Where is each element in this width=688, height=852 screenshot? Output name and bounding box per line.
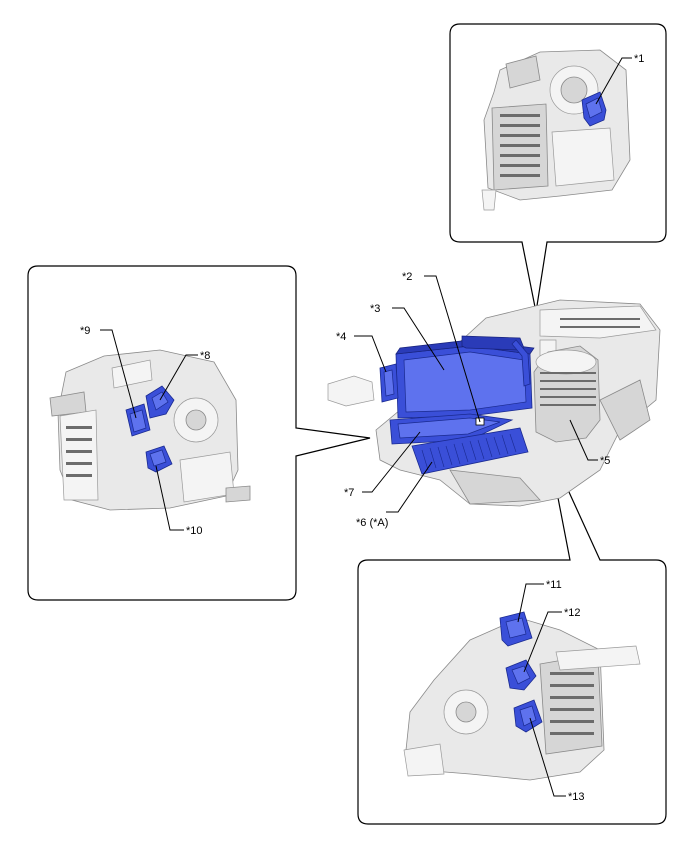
part-5-blower (533, 345, 601, 443)
detail-box-bottom-right: *11 *12 *13 (357, 445, 667, 825)
part-2-pipe (461, 335, 531, 387)
part-9-actuator (125, 403, 151, 437)
callout-7: *7 (344, 487, 354, 499)
callout-2: *2 (402, 271, 412, 283)
callout-1: *1 (634, 53, 644, 65)
main-callouts: *2 *3 *4 *5 *7 *6 (*A) (336, 271, 610, 529)
callout-11: *11 (546, 579, 562, 591)
part-11-actuator (499, 611, 533, 647)
part-12-actuator (505, 659, 537, 691)
detail-box-top-right (449, 23, 667, 313)
unit-view-bottom (403, 611, 641, 781)
unit-view-left (49, 349, 251, 511)
part-6-heater-core (411, 427, 529, 475)
detail-box-left: *9 *8 *10 (27, 265, 371, 601)
callout-6: *6 (*A) (356, 517, 388, 529)
part-13-actuator (513, 699, 543, 733)
unit-view-top (481, 49, 631, 211)
part-8-actuator (145, 385, 175, 419)
callout-9: *9 (80, 325, 90, 337)
part-10-actuator (145, 445, 173, 473)
part-4-valve (379, 363, 399, 403)
callout-5: *5 (600, 455, 610, 467)
callout-10: *10 (186, 525, 203, 537)
callout-8: *8 (200, 350, 210, 362)
main-hvac-unit (327, 299, 661, 507)
callout-3: *3 (370, 303, 380, 315)
part-3-evaporator (395, 339, 535, 419)
callout-12: *12 (564, 607, 581, 619)
callout-13: *13 (568, 791, 585, 803)
callout-4: *4 (336, 331, 346, 343)
part-1-actuator (581, 91, 607, 127)
